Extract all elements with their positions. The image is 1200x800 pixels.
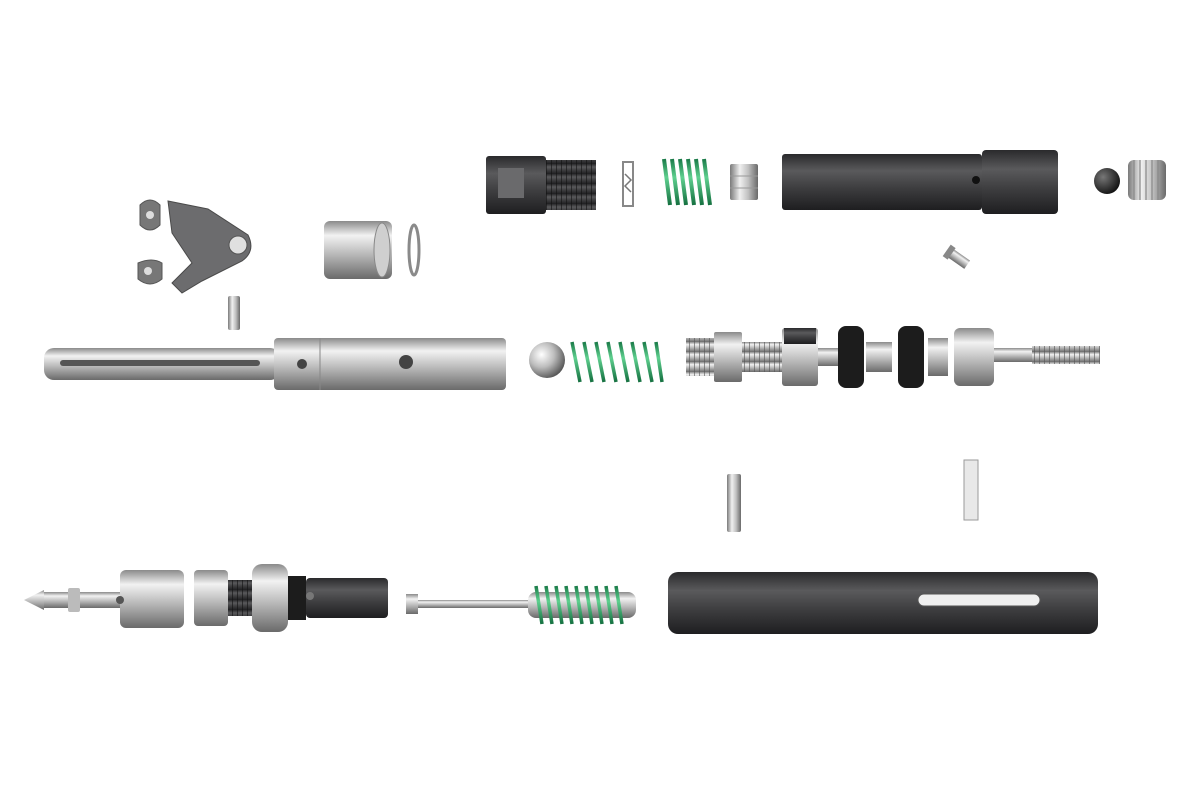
outer-tube-upper <box>780 150 1062 214</box>
linkage-plates <box>130 195 260 305</box>
outer-tube-lower <box>666 570 1102 636</box>
steel-ball <box>1092 166 1122 196</box>
ball-bearing <box>527 340 567 380</box>
main-shaft <box>40 334 510 394</box>
key-plate <box>960 458 982 522</box>
small-clip <box>621 160 635 208</box>
hex-cap <box>728 162 760 202</box>
spring <box>660 157 716 207</box>
hex-nut-body <box>486 154 598 216</box>
threaded-end-cap <box>1126 156 1168 204</box>
loose-pin <box>724 472 744 534</box>
grease-fitting <box>942 244 974 272</box>
pointed-tip <box>20 566 186 632</box>
bolt-with-spring <box>406 584 638 626</box>
valve-stem-assembly <box>684 322 1104 392</box>
snap-ring <box>406 222 422 278</box>
dowel-pin <box>226 294 242 332</box>
shaft-spring <box>568 340 664 384</box>
bushing-sleeve <box>322 217 394 283</box>
seal-stack <box>192 560 392 636</box>
